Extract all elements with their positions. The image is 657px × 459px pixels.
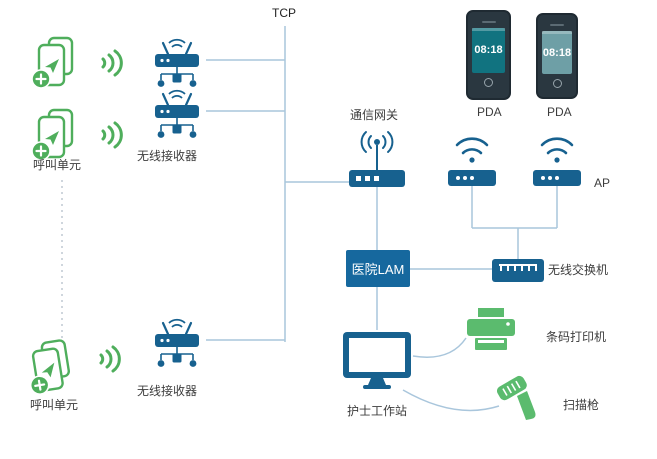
wifi-signal-1 bbox=[98, 46, 124, 80]
pda-clock: 08:18 bbox=[542, 47, 572, 59]
call-unit-icon bbox=[29, 339, 71, 395]
workstation-printer-link bbox=[412, 337, 467, 358]
wireless-receiver-1 bbox=[148, 38, 206, 94]
wireless-receiver-icon bbox=[155, 38, 199, 87]
pda-label-2: PDA bbox=[547, 105, 572, 119]
access-point-2 bbox=[531, 130, 583, 186]
gateway-label: 通信网关 bbox=[350, 108, 399, 122]
call-unit-icon bbox=[31, 36, 74, 89]
pda-device-2: 08:18 bbox=[536, 13, 578, 99]
wireless-receiver-3 bbox=[148, 318, 206, 374]
tcp-label: TCP bbox=[272, 6, 296, 20]
scanner-label: 扫描枪 bbox=[563, 398, 600, 412]
ap-label: AP bbox=[594, 176, 611, 190]
call-unit-2 bbox=[30, 108, 82, 162]
workstation-scanner-link bbox=[402, 389, 500, 412]
call-unit-label-top: 呼叫单元 bbox=[33, 158, 82, 172]
wireless-receiver-icon bbox=[155, 89, 199, 138]
switch-icon bbox=[492, 259, 544, 282]
ap-icon bbox=[448, 137, 496, 186]
call-unit-3 bbox=[22, 336, 82, 397]
call-unit-1 bbox=[30, 36, 82, 90]
workstation-monitor-icon bbox=[343, 332, 411, 389]
communication-gateway bbox=[345, 126, 409, 190]
pda-status-bar bbox=[472, 28, 505, 31]
pda-home-button bbox=[552, 78, 562, 88]
pda-speaker bbox=[481, 21, 496, 23]
wifi-signal-icon bbox=[99, 345, 121, 373]
wifi-signal-2 bbox=[98, 118, 124, 152]
pda-home-button bbox=[484, 78, 493, 88]
pda-clock: 08:18 bbox=[474, 44, 503, 56]
wifi-signal-icon bbox=[101, 49, 123, 77]
pda-device-1: 08:18 bbox=[466, 10, 511, 100]
pda-label-1: PDA bbox=[477, 105, 502, 119]
pda-speaker bbox=[550, 24, 564, 26]
receiver-label-top: 无线接收器 bbox=[137, 149, 198, 163]
pda-screen: 08:18 bbox=[472, 28, 505, 74]
call-unit-label-bottom: 呼叫单元 bbox=[30, 398, 79, 412]
ap-icon bbox=[533, 137, 581, 186]
gateway-icon bbox=[349, 131, 405, 187]
printer-label: 条码打印机 bbox=[546, 330, 607, 344]
wireless-switch bbox=[492, 255, 544, 285]
barcode-scanner bbox=[497, 374, 541, 422]
switch-label: 无线交换机 bbox=[548, 263, 609, 277]
access-point-1 bbox=[446, 130, 498, 186]
wireless-receiver-icon bbox=[155, 318, 199, 367]
pda-status-bar bbox=[542, 31, 572, 34]
barcode-printer bbox=[465, 308, 517, 352]
workstation-label: 护士工作站 bbox=[347, 404, 408, 418]
wifi-signal-3 bbox=[96, 342, 122, 376]
ap-switch-links bbox=[471, 186, 558, 259]
wireless-receiver-2 bbox=[148, 89, 206, 145]
scanner-icon bbox=[497, 375, 536, 420]
wifi-signal-icon bbox=[101, 121, 123, 149]
hospital-lan-box: 医院LAM bbox=[346, 250, 410, 287]
nurse-workstation bbox=[341, 330, 413, 392]
printer-icon bbox=[467, 308, 515, 350]
receiver-label-bottom: 无线接收器 bbox=[137, 384, 198, 398]
call-unit-icon bbox=[31, 108, 74, 161]
pda-screen: 08:18 bbox=[542, 31, 572, 74]
